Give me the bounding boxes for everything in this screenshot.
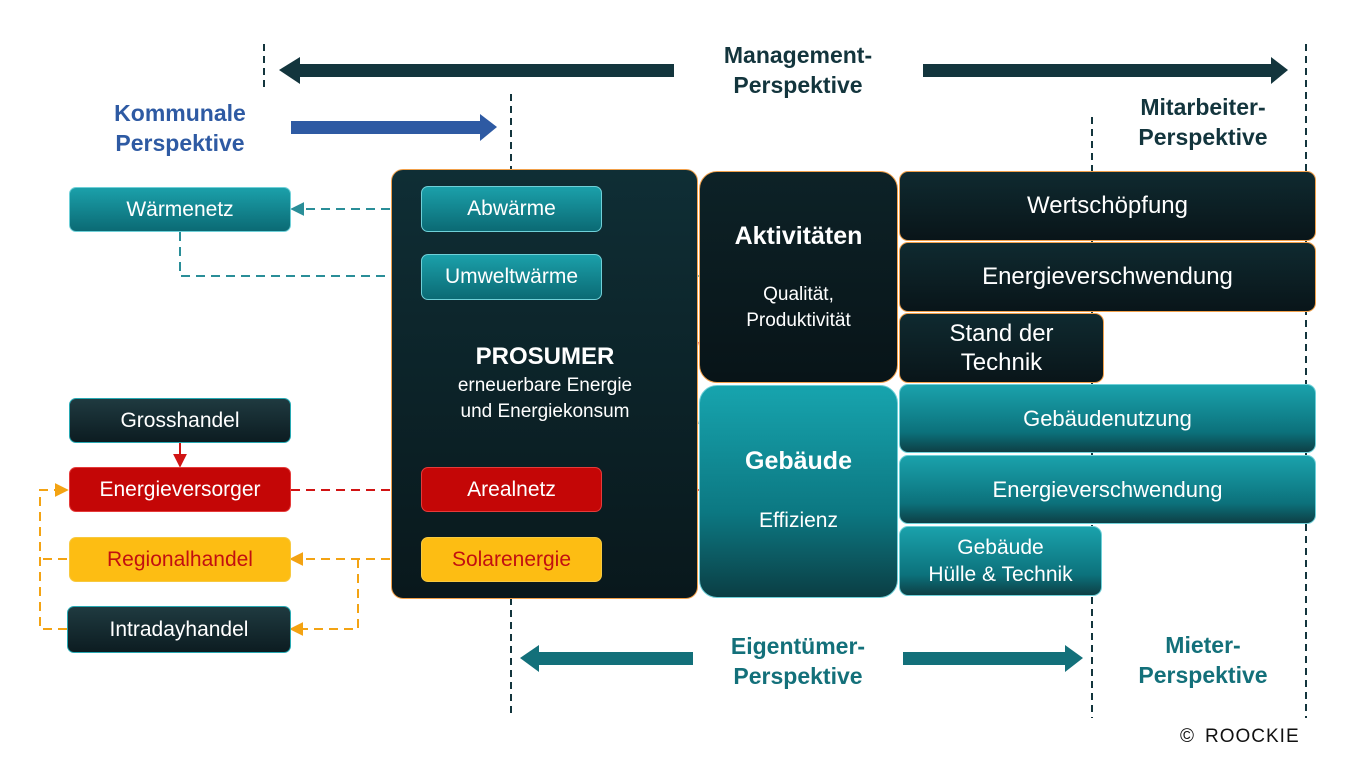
copyright: © ROOCKIE [1180,726,1300,748]
copyright-symbol: © [1180,726,1195,747]
waermenetz-box: Wärmenetz [69,187,291,232]
copyright-name: ROOCKIE [1205,726,1300,747]
management-arrow-left [279,57,674,84]
solarenergie-box: Solarenergie [421,537,602,582]
energieverschwendung-gebaeude-box: Energieverschwendung [899,455,1316,524]
energieversorger-box: Energieversorger [69,467,291,512]
connector-loop-intraday [289,559,359,636]
abwaerme-box: Abwärme [421,186,602,232]
prosumer-title: PROSUMER [475,343,615,370]
arealnetz-box: Arealnetz [421,467,602,512]
eigentuemer-arrow-right [903,645,1083,672]
gebaeude-title: Gebäude [745,447,852,475]
kommunale-arrow [291,114,497,141]
eigentuemer-arrow-left [520,645,693,672]
aktivitaeten-subtitle: Qualität, Produktivität [746,284,851,331]
mitarbeiter-perspective-label: Mitarbeiter- Perspektive [1138,94,1268,150]
regionalhandel-box: Regionalhandel [69,537,291,582]
gebaeude-panel [699,385,898,598]
mieter-perspective-label: Mieter- Perspektive [1138,632,1268,688]
prosumer-panel [391,169,698,599]
kommunale-perspective-label: Kommunale Perspektive [114,100,246,156]
management-perspective-label: Management- Perspektive [723,42,873,98]
umweltwaerme-box: Umweltwärme [421,254,602,300]
stand-der-technik-box: Stand der Technik [899,313,1104,383]
energieverschwendung-aktivitaeten-box: Energieverschwendung [899,242,1316,312]
management-arrow-right [923,57,1288,84]
gebaeude-subtitle: Effizienz [759,509,838,532]
connector-waermenetz-umweltwaerme [179,232,422,283]
grosshandel-box: Grosshandel [69,398,291,443]
prosumer-subtitle: erneuerbare Energie und Energiekonsum [457,375,633,422]
intradayhandel-box: Intradayhandel [67,606,291,653]
aktivitaeten-title: Aktivitäten [734,222,863,250]
huelle-technik-box: Gebäude Hülle & Technik [899,526,1102,596]
connector-intraday-energieversorger [39,483,69,630]
eigentuemer-perspective-label: Eigentümer- Perspektive [730,633,866,689]
wertschoepfung-box: Wertschöpfung [899,171,1316,241]
gebaeudenutzung-box: Gebäudenutzung [899,384,1316,453]
aktivitaeten-panel [699,171,898,383]
